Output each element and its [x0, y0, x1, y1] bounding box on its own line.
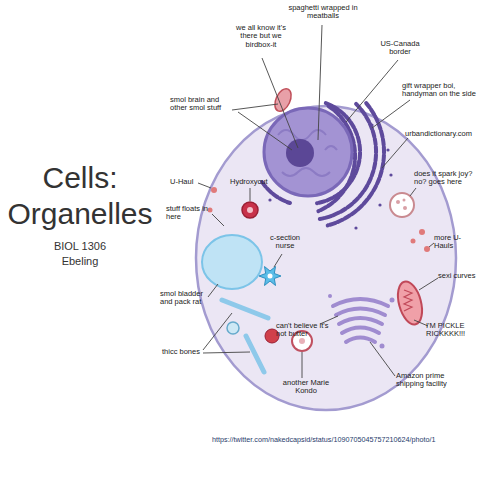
source-url: https://twitter.com/nakedcapsid/status/1…: [212, 436, 478, 444]
leader-line: [203, 352, 250, 353]
enzyme: [396, 200, 400, 204]
callout-label: we all know it's there but we birdbox-it: [232, 24, 290, 49]
leader-line: [372, 100, 410, 128]
rough-er: [262, 103, 384, 225]
leader-line: [419, 278, 438, 290]
leader-line: [232, 104, 278, 110]
vesicle: [328, 294, 332, 298]
golgi-cisterna: [333, 299, 388, 306]
leader-line: [274, 254, 282, 267]
callout-label: US-Canada border: [378, 40, 422, 57]
chromatin-strand: [282, 168, 330, 176]
slide-title: Cells: Organelles: [0, 160, 160, 232]
callout-label: spaghetti wrapped in meatballs: [284, 4, 362, 21]
leader-line: [370, 342, 395, 376]
leader-line: [198, 183, 211, 188]
callout-label: stuff floats in here: [166, 205, 214, 222]
leader-line: [238, 112, 292, 150]
red-vesicle-core: [247, 207, 253, 213]
ribosome: [268, 198, 271, 201]
vesicle: [419, 229, 425, 235]
callout-label: gift wrapper boi, handyman on the side: [402, 82, 480, 99]
leader-line: [318, 25, 322, 140]
leader-line: [250, 188, 251, 201]
vacuole: [202, 235, 262, 289]
golgi-cisterna: [342, 328, 379, 334]
golgi-cisterna: [336, 309, 385, 316]
callout-label: Hydroxycut: [230, 178, 280, 186]
leader-lines: [198, 25, 438, 378]
instructor-name: Ebeling: [20, 255, 140, 267]
leader-line: [262, 58, 298, 148]
leader-line: [429, 243, 434, 247]
leader-line: [382, 138, 408, 168]
callout-label: smol brain and other smol stuff: [170, 96, 236, 113]
small-vesicle: [227, 322, 239, 334]
leader-line: [346, 60, 398, 122]
chromatin-strand: [325, 146, 337, 150]
callout-label: c-section nurse: [266, 234, 304, 251]
vesicle: [211, 187, 217, 193]
leader-line: [203, 313, 232, 350]
leader-line: [302, 352, 303, 378]
red-vesicle: [242, 202, 258, 218]
leader-line: [208, 284, 218, 297]
centrosome: [259, 267, 281, 286]
mitochondrion: [394, 279, 427, 327]
nucleolus: [286, 139, 314, 167]
vesicle: [411, 239, 416, 244]
ribosome: [389, 173, 392, 176]
leader-line: [414, 320, 428, 326]
chromatin: [278, 130, 337, 176]
callout-label: smol bladder and pack rat: [160, 290, 210, 307]
chromatin-strand: [278, 130, 326, 140]
callout-label: can't believe it's not butter: [276, 322, 332, 339]
enzyme: [403, 206, 407, 210]
callout-label: sexi curves: [438, 272, 480, 280]
callout-label: another Marie Kondo: [282, 379, 330, 396]
ribosome: [378, 203, 381, 206]
ribosome: [354, 226, 357, 229]
peroxisome-core: [299, 338, 305, 344]
nucleus: [264, 108, 352, 196]
golgi-vesicles: [328, 294, 395, 349]
callout-label: more U-Hauls: [434, 234, 480, 251]
vesicle: [380, 344, 385, 349]
filament: [222, 300, 268, 318]
cytoskeleton: [222, 300, 268, 372]
lysosome: [390, 193, 414, 217]
leader-line: [410, 188, 416, 196]
enzyme: [403, 199, 406, 202]
course-code: BIOL 1306: [20, 240, 140, 252]
ribosome: [370, 123, 373, 126]
centrosome-core: [268, 274, 273, 279]
callout-label: does it spark joy? no? goes here: [414, 170, 480, 187]
callout-label: Amazon prime shipping facility: [396, 372, 460, 389]
lysosome-contents: [396, 199, 407, 211]
callout-label: I'M PICKLE RICKKKK!!!: [426, 322, 480, 339]
vesicle: [208, 208, 213, 213]
golgi: [333, 299, 388, 342]
vesicle: [390, 298, 395, 303]
cristae: [404, 290, 412, 311]
golgi-cisterna: [346, 338, 375, 343]
callout-label: thicc bones: [162, 348, 204, 356]
golgi-cisterna: [339, 318, 382, 324]
cell-membrane: [196, 106, 456, 410]
filament: [246, 336, 264, 372]
callout-label: U-Haul: [170, 178, 200, 186]
ribosome: [386, 148, 389, 151]
leader-line: [212, 214, 224, 226]
callout-label: urbandictionary.com: [405, 130, 480, 138]
